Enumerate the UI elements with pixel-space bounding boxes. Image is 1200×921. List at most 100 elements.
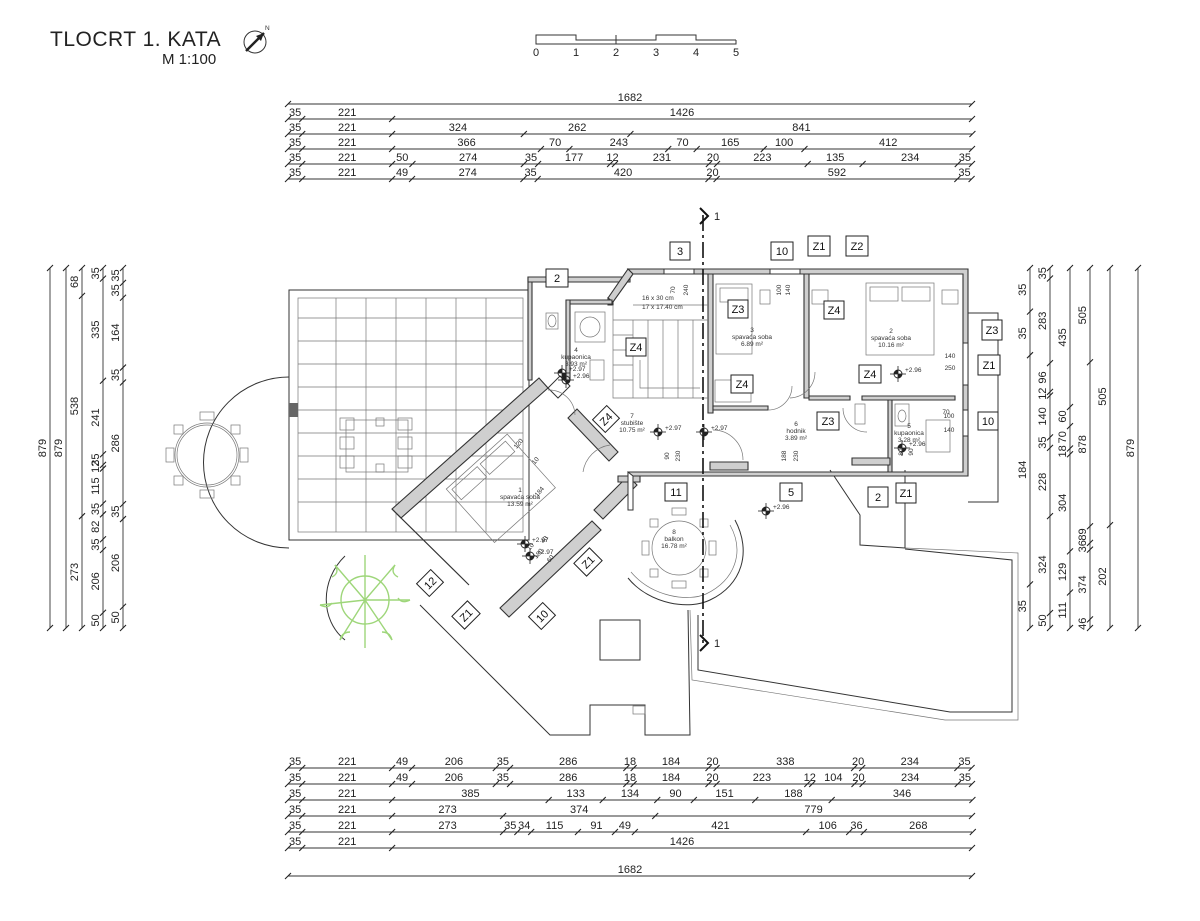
inner-dimension-value: 120 [513,437,526,450]
dimension-value: 841 [792,122,810,134]
tag-box [977,411,999,431]
room-name: spavaća soba [871,335,911,342]
element-tag: 11 [664,482,688,502]
level-mark: +2.96 [758,503,790,519]
dimension-value: 135 [826,152,844,164]
dimension-value: 221 [338,137,356,149]
dimension-value: 538 [69,397,81,415]
dimension-value: 184 [662,756,680,768]
dimension-value: 49 [619,820,631,832]
dimension-value: 12 [804,772,816,784]
dimension-value: 96 [1037,371,1049,383]
dimension-value: 223 [753,152,771,164]
room-number: 2 [889,328,893,335]
inner-dimension-value: 184 [534,485,547,498]
bed-furniture [445,282,959,544]
dimension-value: 12 [606,152,618,164]
dimension-value: 1682 [618,92,642,104]
room-area: 16.78 m² [661,543,687,550]
dimension-value: 385 [461,788,479,800]
element-tag: Z1 [977,354,1001,376]
tag-box [823,300,845,320]
dimension-value: 35 [1017,284,1029,296]
tag-label: Z1 [813,241,826,253]
inner-dimension-value: 10 [531,456,541,466]
balcony-outline [627,507,744,606]
scale-bar-tick: 5 [733,47,739,59]
inner-dimension-value: 90 [908,448,915,456]
dimension-value: 50 [110,611,122,623]
inner-dimension-value: 70 [670,286,677,294]
dimension-value: 35 [1037,267,1049,279]
level-value: +2.97 [569,366,586,373]
level-value: +2.96 [573,373,590,380]
north-arrow-icon: N [243,25,270,54]
tag-box [669,241,691,261]
dimension-value: 35 [90,503,102,515]
room-name: stubište [621,420,644,427]
inner-dimension-value: 100 [944,413,955,420]
room-name: hodnik [786,428,806,435]
element-tag: 12 [415,568,445,598]
dimension-value: 35 [110,505,122,517]
dimension-value: 20 [706,772,718,784]
dimension-value: 129 [1057,563,1069,581]
tag-box [664,482,688,502]
dimension-value: 106 [818,820,836,832]
room-number: 3 [750,327,754,334]
dimension-value: 879 [1125,439,1137,457]
dimension-value: 283 [1037,312,1049,330]
level-mark: +2.97 [522,548,554,564]
tag-box [895,482,917,504]
tag-box [816,411,840,431]
tag-label: 11 [670,487,681,499]
scale-bar-tick: 0 [533,47,539,59]
element-tag: Z3 [727,299,749,319]
dimension-value: 164 [110,324,122,342]
tag-label: Z4 [828,305,841,317]
dimension-value: 35 [289,820,301,832]
dimension-value: 35 [289,137,301,149]
room-name: balkon [664,536,684,543]
tag-box [981,319,1003,341]
tag-box [527,601,557,631]
dimension-value: 35 [289,167,301,179]
dimension-value: 35 [289,836,301,848]
dimension-value: 35 [289,804,301,816]
dimension-value: 133 [567,788,585,800]
dimension-value: 70 [1057,431,1069,443]
dimension-value: 35 [959,152,971,164]
dimension-value: 35 [110,269,122,281]
tag-box [807,235,831,257]
dimension-value: 104 [824,772,842,784]
door-swings [547,371,868,473]
dimension-value: 35 [497,756,509,768]
stair-note: 17 x 17.40 cm [642,304,683,311]
dimension-value: 286 [110,434,122,452]
tag-label: Z1 [900,488,913,500]
dimension-value: 879 [53,439,65,457]
dimension-value: 151 [715,788,733,800]
dimension-value: 268 [909,820,927,832]
tag-box [770,241,794,261]
dimension-value: 20 [706,756,718,768]
inner-dimension-value: 80 [898,448,905,456]
inner-dimension-value: 60 [546,554,556,564]
room-area: 3.28 m² [898,437,921,444]
dimension-value: 421 [711,820,729,832]
dimension-value: 49 [396,167,408,179]
section-line: 1 1 [699,207,720,652]
dimension-value: 35 [958,756,970,768]
inner-dimension-value: 140 [944,427,955,434]
chimney-block [599,619,641,661]
dimension-value: 286 [559,772,577,784]
level-marks: +2.97+2.96+2.97+2.97+2.96+2.96+2.96+2.97… [517,365,926,564]
level-mark: +2.97 [650,424,682,440]
